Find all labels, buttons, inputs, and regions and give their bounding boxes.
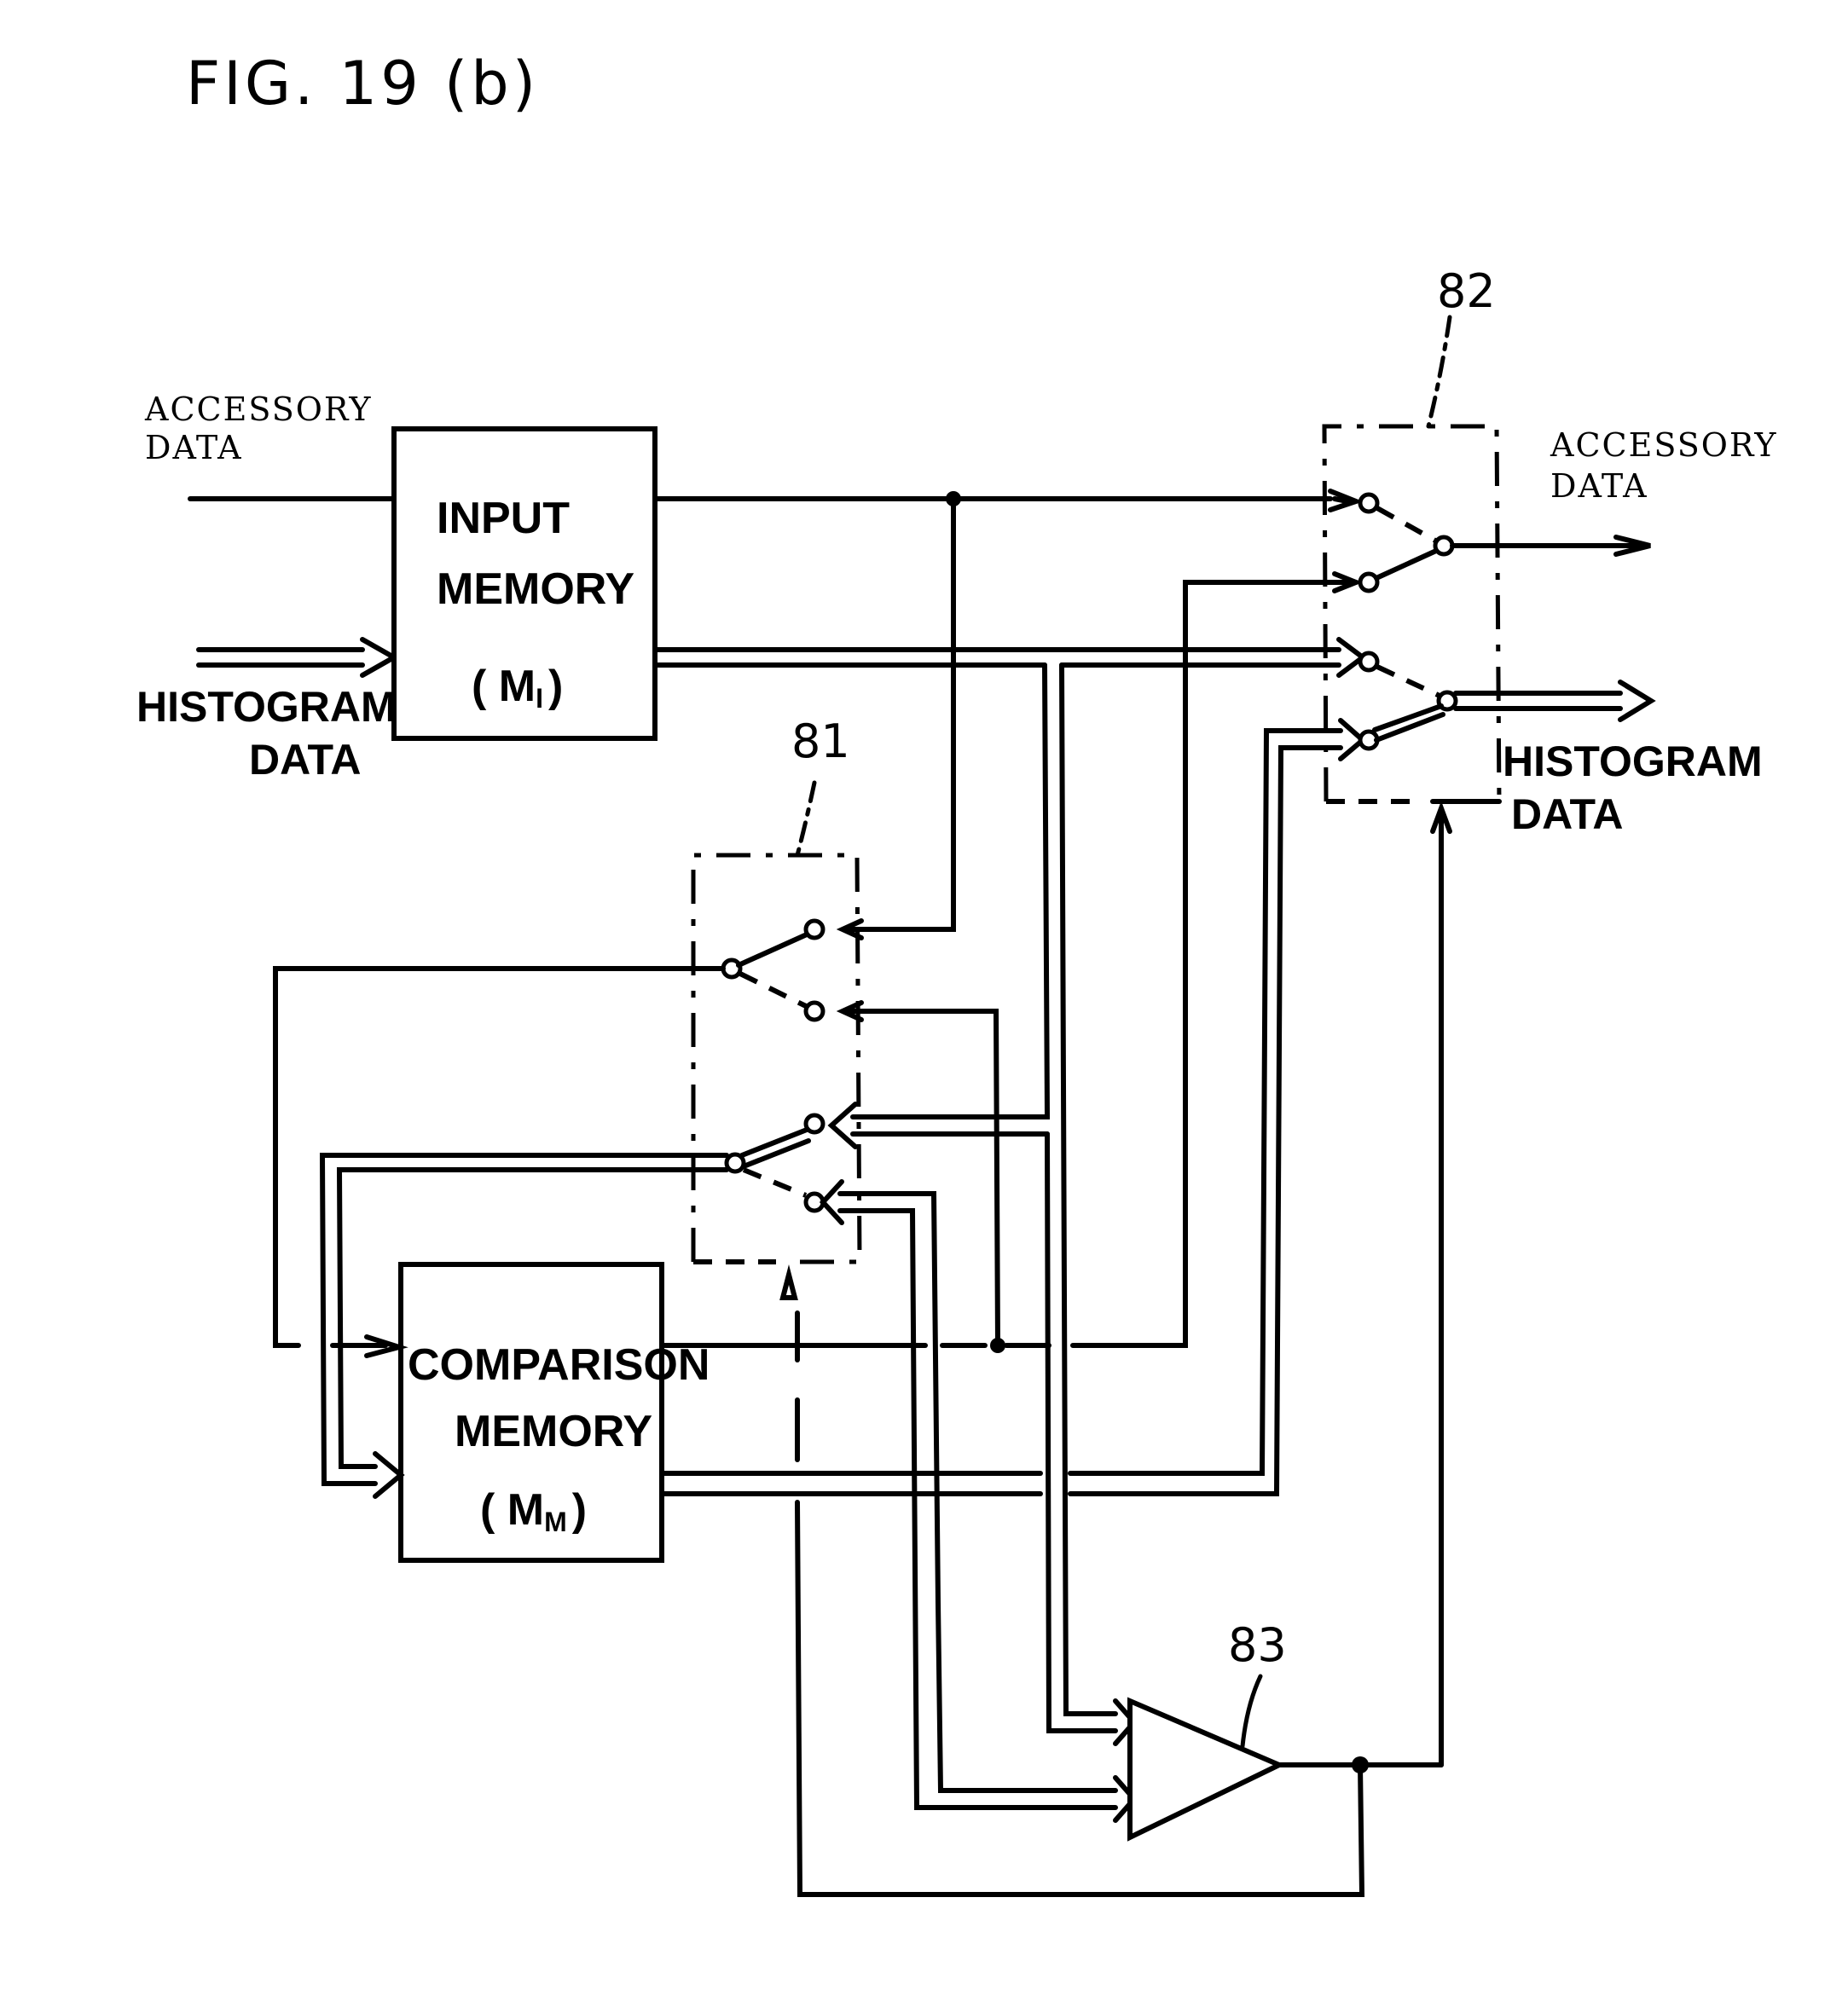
- mi-histogram-output-bus: [655, 639, 1363, 675]
- mm-histogram-output-bus: [662, 720, 1363, 1494]
- histogram-output-bus: [1456, 682, 1651, 720]
- input-accessory-label-1: ACCESSORY: [144, 390, 372, 428]
- input-memory-label-1: INPUT: [437, 494, 570, 543]
- comparator-83-numeral: 83: [1228, 1618, 1287, 1672]
- junction-dot: [990, 1338, 1005, 1353]
- input-memory-label-2: MEMORY: [437, 564, 634, 614]
- comparison-memory-label-2: MEMORY: [455, 1407, 652, 1456]
- mm-histogram-branch-to-81: [823, 1182, 1134, 1820]
- switch-82-numeral: 82: [1437, 264, 1496, 318]
- mi-histogram-branch-bus: [831, 665, 1134, 1744]
- output-accessory-label-1: ACCESSORY: [1550, 426, 1777, 464]
- comparison-memory-block: COMPARISON MEMORY ( MM): [401, 1264, 710, 1560]
- input-accessory-label-2: DATA: [145, 429, 243, 466]
- input-memory-block: INPUT MEMORY ( MI): [394, 429, 655, 738]
- switch-82: 82: [1324, 264, 1499, 806]
- accessory-output-wire: [1452, 537, 1650, 554]
- output-histogram-label-1: HISTOGRAM: [1503, 738, 1763, 785]
- switch-81: 81: [693, 714, 860, 1298]
- mm-accessory-branch-to-81: [843, 1003, 998, 1345]
- mi-accessory-output-wire: [655, 491, 1356, 510]
- switch-81-numeral: 81: [791, 714, 850, 768]
- comparator-83: 83: [1130, 1618, 1287, 1837]
- input-memory-symbol: ( MI): [472, 662, 563, 714]
- histogram-input-bus: [199, 639, 394, 675]
- input-histogram-label-2: DATA: [249, 736, 361, 784]
- output-accessory-label-2: DATA: [1550, 467, 1648, 505]
- mm-accessory-output-wire: [662, 574, 1356, 1345]
- junction-dot: [1352, 1756, 1369, 1773]
- input-histogram-label-1: HISTOGRAM: [136, 683, 397, 731]
- figure-title: FIG. 19 (b): [186, 49, 539, 119]
- output-histogram-label-2: DATA: [1511, 790, 1623, 838]
